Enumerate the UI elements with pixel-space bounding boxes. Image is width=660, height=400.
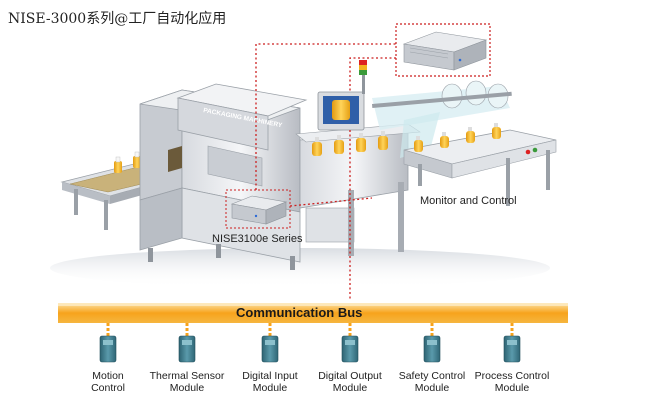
- communication-bus: [58, 303, 568, 323]
- module-label-line: Module: [252, 382, 288, 394]
- module-label-line: Digital Input: [242, 370, 298, 382]
- monitor-control-label: Monitor and Control: [420, 195, 517, 207]
- monitor-control-box-device: [395, 23, 491, 77]
- bus-drop-lines: [106, 323, 514, 336]
- module-label-line: Module: [494, 382, 530, 394]
- module-label-line: Process Control: [474, 370, 550, 382]
- module-label-line: Control: [91, 382, 125, 394]
- module-label-motion: Motion Control: [58, 370, 158, 394]
- module-label-line: Safety Control: [398, 370, 466, 382]
- outfeed-bottle: [492, 123, 501, 139]
- outfeed-bottle: [414, 136, 423, 152]
- communication-bus-label: Communication Bus: [236, 305, 363, 320]
- module-device-digital-input: [261, 335, 279, 363]
- middle-bottle: [334, 135, 344, 154]
- outfeed-bottle: [466, 127, 475, 143]
- module-label-line: Module: [169, 382, 205, 394]
- outfeed-conveyor: [403, 123, 557, 206]
- module-device-safety: [423, 335, 441, 363]
- module-label-line: Module: [332, 382, 368, 394]
- module-device-thermal: [178, 335, 196, 363]
- module-label-line: Module: [414, 382, 450, 394]
- middle-bottle: [356, 133, 366, 152]
- module-device-motion: [99, 335, 117, 363]
- module-label-line: Digital Output: [318, 370, 382, 382]
- module-label-line: Thermal Sensor: [149, 370, 225, 382]
- module-label-digital-input: Digital Input Module: [220, 370, 320, 394]
- module-device-process: [503, 335, 521, 363]
- nise3100e-label: NISE3100e Series: [212, 233, 303, 245]
- page-title: NISE-3000系列@工厂自动化应用: [8, 11, 227, 27]
- module-label-line: Motion: [92, 370, 124, 382]
- module-device-digital-output: [341, 335, 359, 363]
- middle-bottle: [378, 131, 388, 150]
- connection-lines: [255, 43, 396, 300]
- infeed-bottle: [133, 151, 141, 168]
- packaging-machine: PACKAGING MACHINERY: [139, 60, 421, 270]
- outfeed-bottle: [440, 132, 449, 148]
- module-label-thermal: Thermal Sensor Module: [137, 370, 237, 394]
- nise3100e-device: [225, 189, 291, 229]
- middle-bottle: [312, 137, 322, 156]
- floor-shadow: [50, 248, 550, 288]
- infeed-bottle: [114, 156, 122, 173]
- module-label-process: Process Control Module: [462, 370, 562, 394]
- module-label-digital-output: Digital Output Module: [300, 370, 400, 394]
- module-label-safety: Safety Control Module: [382, 370, 482, 394]
